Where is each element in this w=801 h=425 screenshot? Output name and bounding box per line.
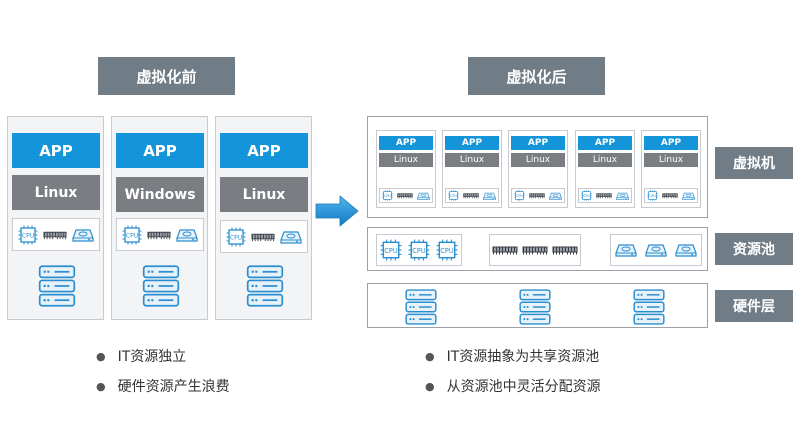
memory-icon bbox=[43, 230, 67, 240]
os-block: Linux bbox=[644, 153, 698, 167]
after-bullet-2: ● 从资源池中灵活分配资源 bbox=[425, 376, 601, 396]
hardware-box bbox=[644, 188, 698, 203]
disk-pool bbox=[610, 234, 702, 266]
vm-4: APP Linux bbox=[575, 130, 635, 208]
bullet-dot: ● bbox=[96, 379, 106, 393]
hardware-box bbox=[12, 218, 100, 251]
before-title: 虚拟化前 bbox=[98, 57, 235, 95]
disk-icon bbox=[417, 191, 430, 201]
cpu-icon bbox=[436, 239, 458, 261]
arrow-right-icon bbox=[315, 195, 359, 227]
cpu-icon bbox=[380, 239, 402, 261]
cpu-icon bbox=[382, 190, 393, 201]
memory-icon bbox=[463, 192, 479, 199]
cpu-icon bbox=[514, 190, 525, 201]
cpu-pool bbox=[376, 234, 462, 266]
memory-icon bbox=[147, 230, 171, 240]
server-icon-wrap bbox=[112, 263, 209, 309]
app-block: APP bbox=[379, 136, 433, 150]
vm-1: APP Linux bbox=[376, 130, 436, 208]
bullet-text: IT资源独立 bbox=[117, 349, 187, 365]
disk-icon bbox=[682, 191, 695, 201]
disk-icon bbox=[280, 229, 302, 245]
server-icon-wrap bbox=[216, 263, 313, 309]
cpu-icon bbox=[122, 225, 142, 245]
os-block: Linux bbox=[445, 153, 499, 167]
vm-3: APP Linux bbox=[508, 130, 568, 208]
after-bullet-1: ● IT资源抽象为共享资源池 bbox=[425, 346, 599, 366]
layer-label-pool: 资源池 bbox=[715, 233, 793, 265]
server-icon bbox=[142, 265, 180, 307]
bullet-dot: ● bbox=[96, 349, 106, 363]
layer-label-hardware: 硬件层 bbox=[715, 290, 793, 322]
cpu-icon bbox=[448, 190, 459, 201]
memory-icon bbox=[596, 192, 612, 199]
app-block: APP bbox=[445, 136, 499, 150]
disk-icon bbox=[615, 242, 637, 258]
disk-icon bbox=[645, 242, 667, 258]
server-icon bbox=[518, 289, 552, 325]
hardware-box bbox=[578, 188, 632, 203]
memory-icon bbox=[397, 192, 413, 199]
os-block: Linux bbox=[379, 153, 433, 167]
cpu-icon bbox=[408, 239, 430, 261]
resource-pool-frame bbox=[367, 227, 708, 271]
server-icon bbox=[38, 265, 76, 307]
os-block: Windows bbox=[116, 177, 204, 212]
os-block: Linux bbox=[220, 177, 308, 212]
bullet-text: IT资源抽象为共享资源池 bbox=[446, 349, 600, 365]
vm-layer-frame: APP Linux APP Linux APP Linux APP Linux bbox=[367, 116, 708, 218]
hardware-layer-frame bbox=[367, 283, 708, 328]
vm-2: APP Linux bbox=[442, 130, 502, 208]
cpu-icon bbox=[226, 227, 246, 247]
disk-icon bbox=[72, 227, 94, 243]
disk-icon bbox=[176, 227, 198, 243]
server-icon bbox=[632, 289, 666, 325]
memory-icon bbox=[251, 232, 275, 242]
app-block: APP bbox=[116, 133, 204, 168]
memory-pool bbox=[489, 234, 581, 266]
before-column-2: APP Windows bbox=[111, 116, 208, 320]
before-bullet-2: ● 硬件资源产生浪费 bbox=[96, 376, 230, 396]
server-icon bbox=[246, 265, 284, 307]
disk-icon bbox=[675, 242, 697, 258]
cpu-icon bbox=[581, 190, 592, 201]
before-bullet-1: ● IT资源独立 bbox=[96, 346, 186, 366]
os-block: Linux bbox=[12, 175, 100, 210]
hardware-box bbox=[379, 188, 433, 203]
hardware-box bbox=[445, 188, 499, 203]
after-title: 虚拟化后 bbox=[468, 57, 605, 95]
os-block: Linux bbox=[578, 153, 632, 167]
memory-icon bbox=[522, 245, 548, 255]
cpu-icon bbox=[18, 225, 38, 245]
server-icon-wrap bbox=[8, 263, 105, 309]
memory-icon bbox=[662, 192, 678, 199]
hardware-box bbox=[116, 218, 204, 251]
os-block: Linux bbox=[511, 153, 565, 167]
disk-icon bbox=[483, 191, 496, 201]
app-block: APP bbox=[644, 136, 698, 150]
server-icon bbox=[404, 289, 438, 325]
before-column-3: APP Linux bbox=[215, 116, 312, 320]
app-block: APP bbox=[578, 136, 632, 150]
disk-icon bbox=[549, 191, 562, 201]
bullet-text: 硬件资源产生浪费 bbox=[117, 379, 230, 395]
memory-icon bbox=[529, 192, 545, 199]
app-block: APP bbox=[12, 133, 100, 168]
before-column-1: APP Linux bbox=[7, 116, 104, 320]
cpu-icon bbox=[647, 190, 658, 201]
memory-icon bbox=[492, 245, 518, 255]
bullet-dot: ● bbox=[425, 349, 435, 363]
app-block: APP bbox=[511, 136, 565, 150]
bullet-dot: ● bbox=[425, 379, 435, 393]
disk-icon bbox=[616, 191, 629, 201]
hardware-box bbox=[220, 220, 308, 253]
vm-5: APP Linux bbox=[641, 130, 701, 208]
hardware-box bbox=[511, 188, 565, 203]
app-block: APP bbox=[220, 133, 308, 168]
memory-icon bbox=[552, 245, 578, 255]
layer-label-vm: 虚拟机 bbox=[715, 147, 793, 179]
bullet-text: 从资源池中灵活分配资源 bbox=[446, 379, 601, 395]
